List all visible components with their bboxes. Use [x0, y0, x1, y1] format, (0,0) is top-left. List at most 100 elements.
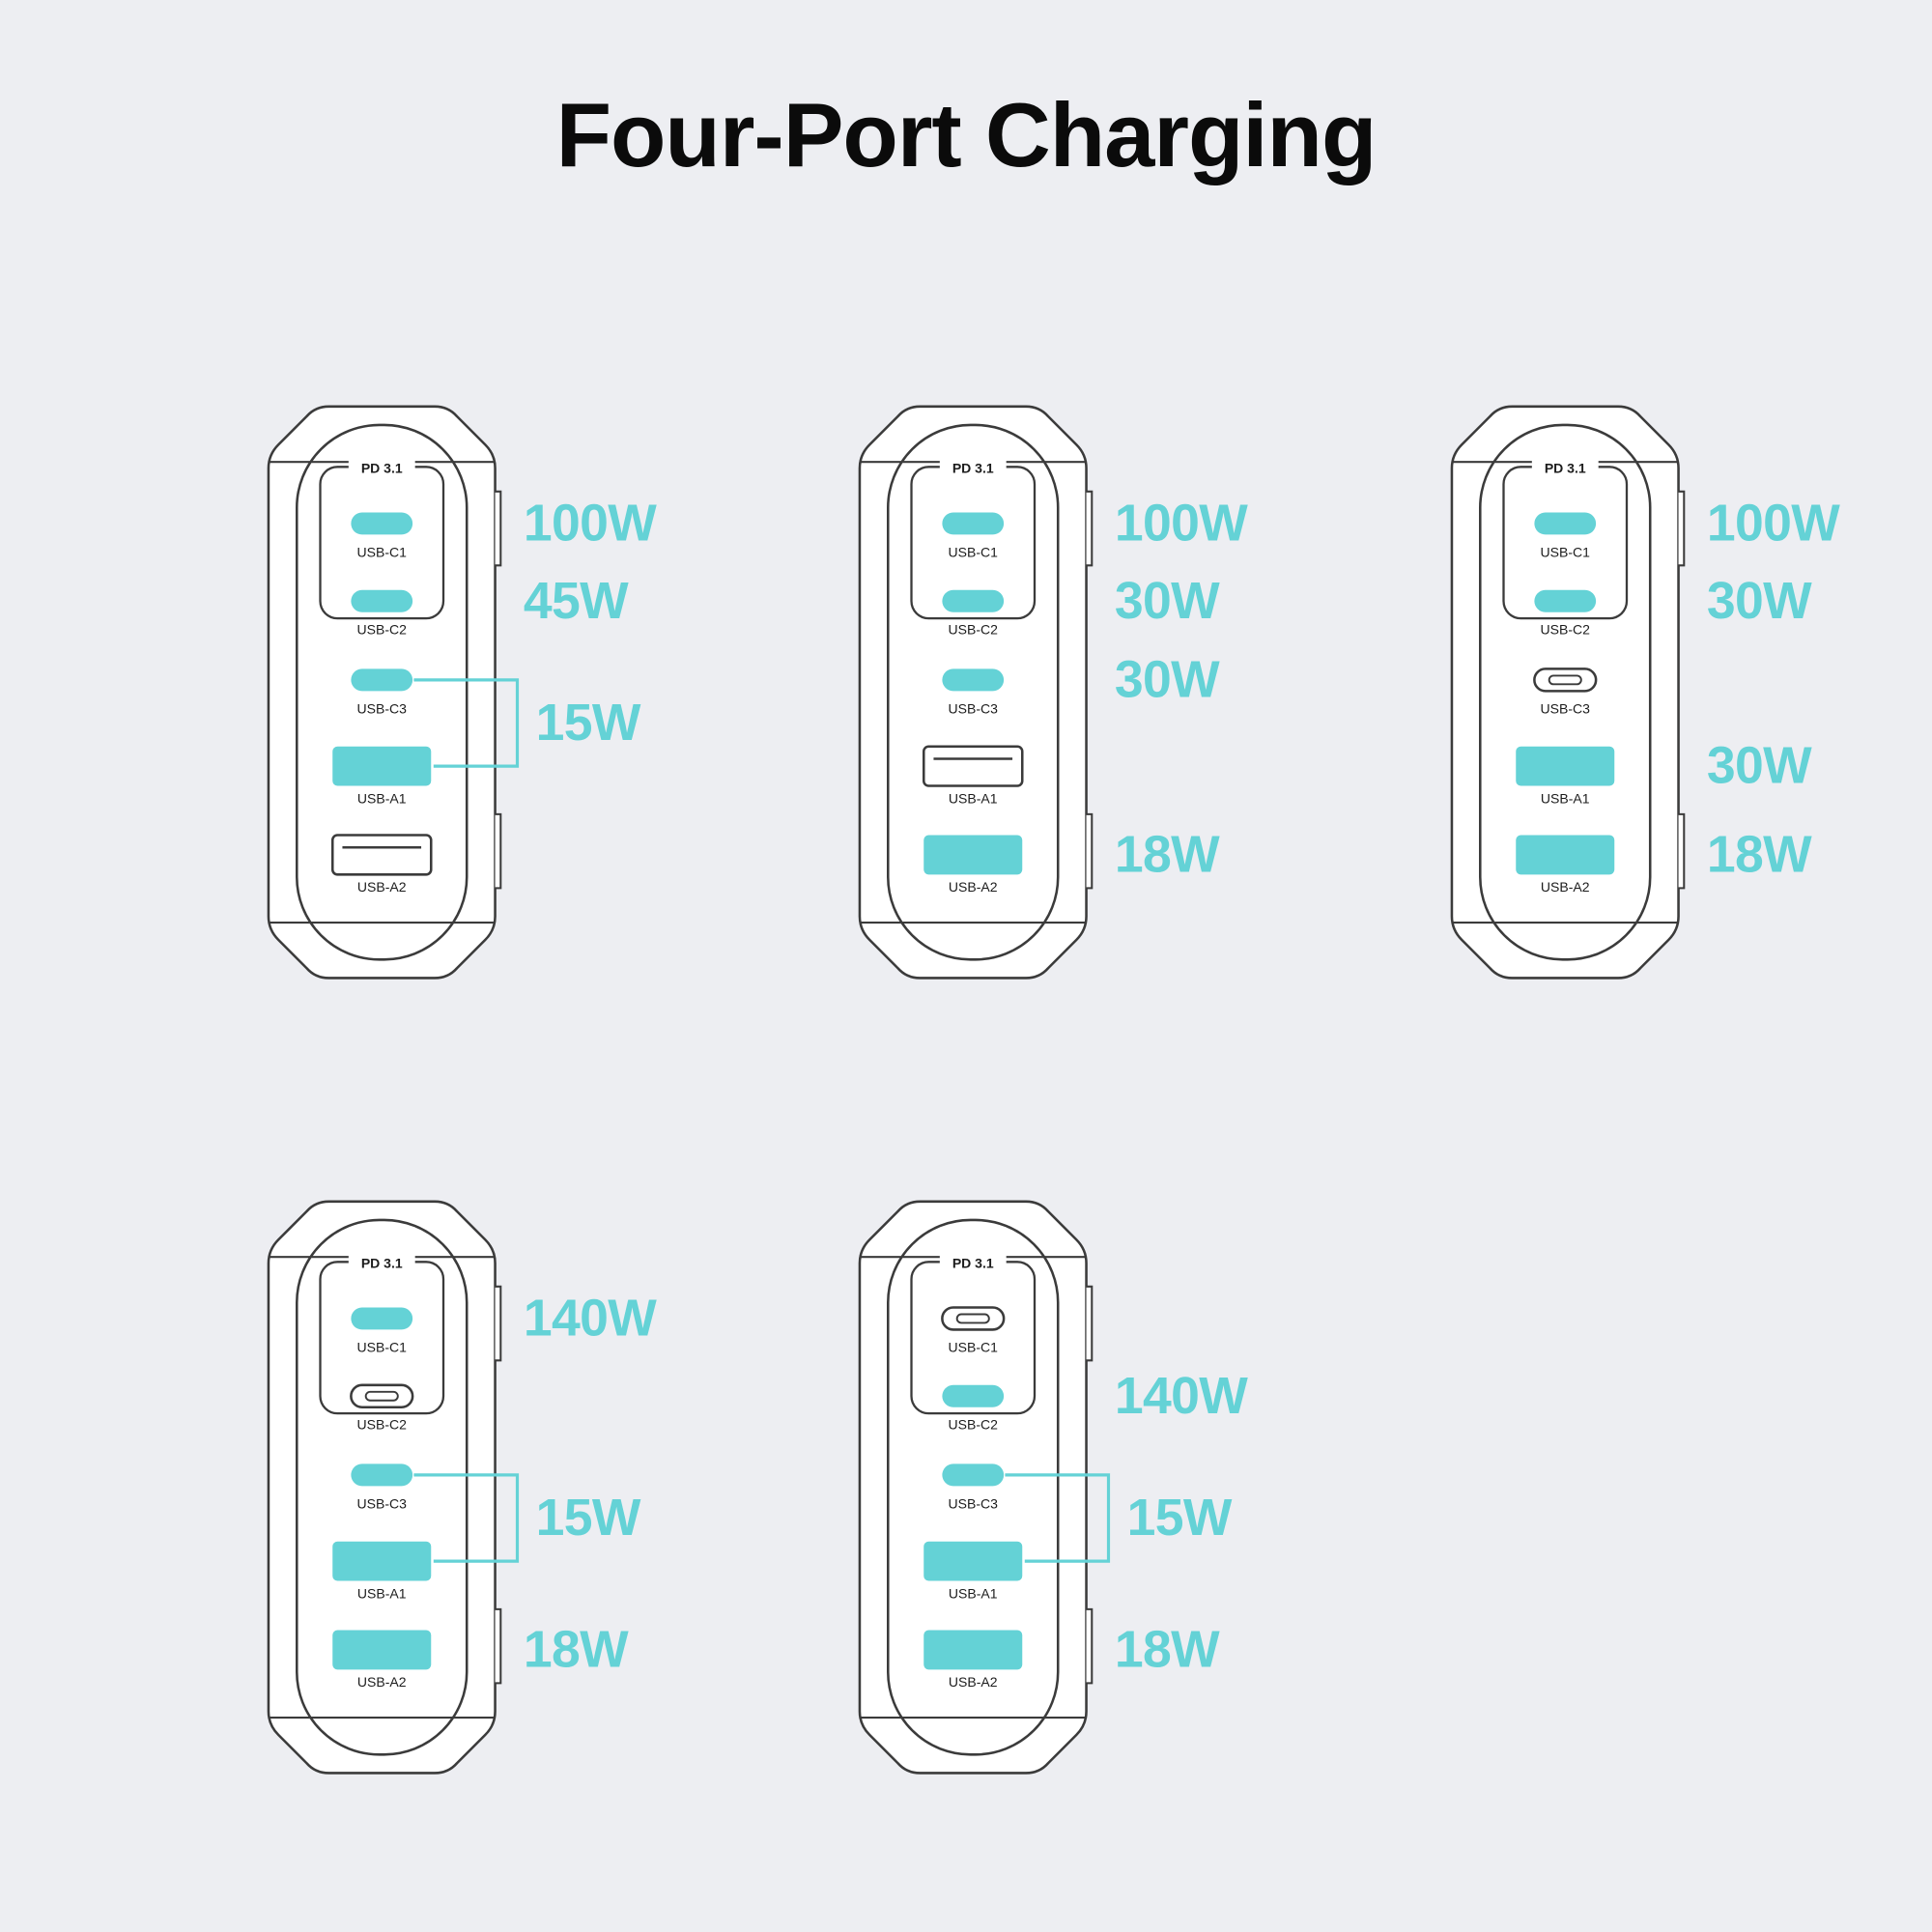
device-face-outline	[887, 1218, 1060, 1756]
shared-wattage-label: 15W	[536, 695, 641, 752]
port-usb-c1	[1534, 512, 1597, 535]
port-usb-c2	[942, 589, 1005, 612]
port-usb-a2-wattage-label: 18W	[524, 1621, 629, 1678]
port-usb-a2-wattage-label: 18W	[1115, 1621, 1220, 1678]
side-tab-lower	[495, 1607, 502, 1685]
port-usb-a1-label: USB-A1	[949, 790, 998, 806]
port-usb-c1-wattage-label: 100W	[524, 495, 657, 552]
pd-label-backplate	[348, 457, 415, 477]
device-face-outline	[296, 1218, 469, 1756]
port-usb-c1	[942, 512, 1005, 535]
port-usb-c1-label: USB-C1	[949, 1339, 999, 1354]
port-usb-c2-wattage-label: 140W	[1115, 1368, 1248, 1425]
pd-label-backplate	[348, 1252, 415, 1272]
device-outline	[267, 405, 497, 980]
port-usb-c2-pin-detail	[364, 1390, 399, 1402]
pd-label: PD 3.1	[952, 461, 994, 476]
port-usb-c3-label: USB-C3	[357, 700, 408, 716]
pd-label-backplate	[939, 457, 1007, 477]
port-usb-a1-label: USB-A1	[357, 1585, 407, 1601]
port-usb-a2-wattage-label: 18W	[1115, 826, 1220, 883]
port-usb-a1-label: USB-A1	[949, 1585, 998, 1601]
port-usb-a2-label: USB-A2	[357, 1674, 407, 1690]
device-face-outline	[1479, 423, 1652, 961]
page-title: Four-Port Charging	[555, 84, 1378, 185]
port-usb-c1	[351, 1307, 413, 1330]
side-tab-upper	[495, 490, 502, 567]
port-usb-c2	[351, 589, 413, 612]
port-usb-c2	[942, 1384, 1005, 1407]
port-usb-a2	[923, 835, 1023, 875]
pd-label-backplate	[939, 1252, 1007, 1272]
side-tab-lower	[495, 812, 502, 890]
port-usb-c3-label: USB-C3	[357, 1495, 408, 1511]
shared-power-bracket	[1005, 1473, 1111, 1563]
port-usb-c2-wattage-label: 45W	[524, 573, 629, 630]
port-usb-c2-label: USB-C2	[949, 622, 999, 638]
pd-label: PD 3.1	[361, 461, 403, 476]
port-usb-a1	[332, 746, 432, 786]
port-usb-c2-wattage-label: 30W	[1707, 573, 1812, 630]
side-tab-lower	[1086, 1607, 1094, 1685]
port-usb-a2	[923, 1630, 1023, 1670]
port-usb-a2	[332, 1630, 432, 1670]
port-usb-a2-label: USB-A2	[949, 1674, 998, 1690]
port-usb-a2-label: USB-A2	[1541, 879, 1590, 895]
pd-label: PD 3.1	[361, 1256, 403, 1271]
port-usb-c3-wattage-label: 30W	[1115, 651, 1220, 708]
port-usb-a1-wattage-label: 30W	[1707, 738, 1812, 795]
port-usb-a2-label: USB-A2	[357, 879, 407, 895]
port-usb-c2-label: USB-C2	[1541, 622, 1591, 638]
device-outline	[858, 405, 1088, 980]
pd-label-backplate	[1531, 457, 1599, 477]
port-usb-c1	[351, 512, 413, 535]
port-usb-c1-pin-detail	[955, 1313, 990, 1324]
side-tab-upper	[1086, 490, 1094, 567]
port-usb-c2-wattage-label: 30W	[1115, 573, 1220, 630]
port-usb-c1-label: USB-C1	[357, 1339, 408, 1354]
port-usb-c1-label: USB-C1	[1541, 544, 1591, 559]
port-usb-a1-label: USB-A1	[1541, 790, 1590, 806]
device-face-outline	[887, 423, 1060, 961]
port-usb-c1-wattage-label: 100W	[1707, 495, 1840, 552]
port-usb-c2-label: USB-C2	[357, 622, 408, 638]
device-outline	[267, 1200, 497, 1775]
port-usb-c3-label: USB-C3	[949, 1495, 999, 1511]
port-usb-a1-label: USB-A1	[357, 790, 407, 806]
port-usb-c2	[350, 1383, 414, 1409]
port-usb-a2	[330, 834, 433, 876]
port-usb-c3-label: USB-C3	[1541, 700, 1591, 716]
side-tab-upper	[495, 1285, 502, 1362]
port-usb-a2	[1516, 835, 1615, 875]
port-usb-a2-wattage-label: 18W	[1707, 826, 1812, 883]
device-outline	[858, 1200, 1088, 1775]
port-usb-c1-label: USB-C1	[949, 544, 999, 559]
side-tab-lower	[1678, 812, 1686, 890]
port-usb-c3	[1533, 668, 1598, 693]
port-usb-c3	[942, 668, 1005, 692]
side-tab-upper	[1678, 490, 1686, 567]
port-usb-c1	[941, 1306, 1006, 1331]
port-usb-c2-label: USB-C2	[357, 1417, 408, 1433]
port-usb-a1	[922, 745, 1024, 787]
port-usb-a1	[923, 1541, 1023, 1581]
port-usb-c2	[1534, 589, 1597, 612]
device-face-outline	[296, 423, 469, 961]
pd-label: PD 3.1	[1545, 461, 1586, 476]
shared-power-bracket	[413, 1473, 520, 1563]
side-tab-upper	[1086, 1285, 1094, 1362]
port-usb-c3	[351, 1463, 413, 1487]
port-usb-c3	[351, 668, 413, 692]
port-usb-c3	[942, 1463, 1005, 1487]
port-usb-a1	[1516, 746, 1615, 786]
port-usb-a1	[332, 1541, 432, 1581]
shared-wattage-label: 15W	[536, 1490, 641, 1547]
pd-label: PD 3.1	[952, 1256, 994, 1271]
shared-wattage-label: 15W	[1127, 1490, 1233, 1547]
